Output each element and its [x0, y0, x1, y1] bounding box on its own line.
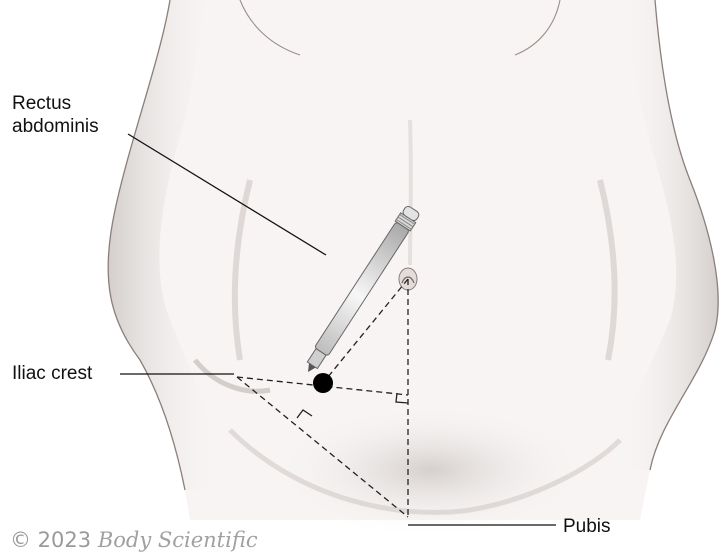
rectus-label-line1: Rectus [12, 92, 99, 115]
rectus-label-line2: abdominis [12, 115, 99, 138]
copyright-year: © 2023 [10, 528, 91, 552]
iliac-crest-label: Iliac crest [12, 362, 92, 385]
injection-point-icon [313, 373, 333, 393]
pubis-label: Pubis [563, 515, 611, 538]
brand-name: Body Scientific [98, 528, 258, 552]
rectus-abdominis-label: Rectus abdominis [12, 92, 99, 138]
copyright-notice: © 2023 Body Scientific [10, 528, 258, 552]
